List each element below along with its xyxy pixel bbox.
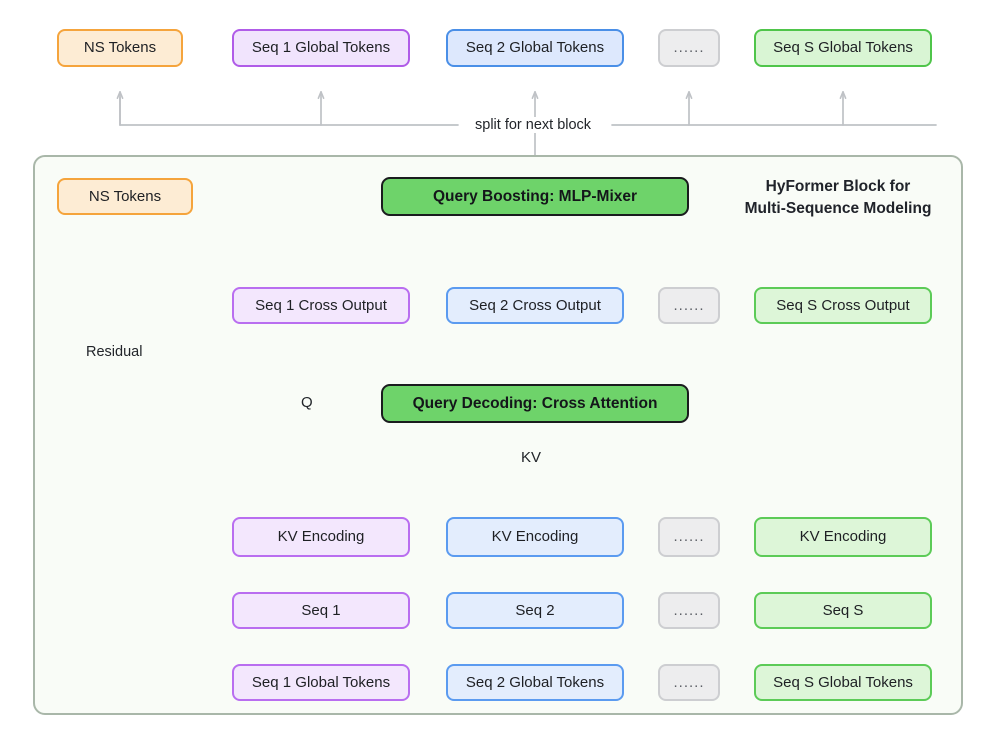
- seq2-cross-output[interactable]: Seq 2 Cross Output: [446, 287, 624, 324]
- ns-tokens-input[interactable]: NS Tokens: [57, 178, 193, 215]
- seq1-input[interactable]: Seq 1: [232, 592, 410, 629]
- seq2-kv-encoding[interactable]: KV Encoding: [446, 517, 624, 557]
- kv-label: KV: [521, 449, 542, 466]
- top-output-seq1-global-tokens[interactable]: Seq 1 Global Tokens: [232, 29, 410, 67]
- top-output-ns-tokens[interactable]: NS Tokens: [57, 29, 183, 67]
- seqS-kv-encoding[interactable]: KV Encoding: [754, 517, 932, 557]
- query-boosting-mlp-mixer[interactable]: Query Boosting: MLP-Mixer: [381, 177, 689, 216]
- seq-input-ellipsis[interactable]: ......: [658, 592, 720, 629]
- residual-label: Residual: [86, 344, 143, 360]
- seq1-kv-encoding[interactable]: KV Encoding: [232, 517, 410, 557]
- block-title-line2: Multi-Sequence Modeling: [744, 200, 932, 218]
- seqS-input[interactable]: Seq S: [754, 592, 932, 629]
- seq1-cross-output[interactable]: Seq 1 Cross Output: [232, 287, 410, 324]
- seq1-global-tokens-input[interactable]: Seq 1 Global Tokens: [232, 664, 410, 701]
- query-decoding-cross-attention[interactable]: Query Decoding: Cross Attention: [381, 384, 689, 423]
- cross-output-ellipsis[interactable]: ......: [658, 287, 720, 324]
- top-output-ellipsis[interactable]: ......: [658, 29, 720, 67]
- seq2-global-tokens-input[interactable]: Seq 2 Global Tokens: [446, 664, 624, 701]
- top-output-seq2-global-tokens[interactable]: Seq 2 Global Tokens: [446, 29, 624, 67]
- kv-encoding-ellipsis[interactable]: ......: [658, 517, 720, 557]
- seqS-global-tokens-input[interactable]: Seq S Global Tokens: [754, 664, 932, 701]
- top-output-seqS-global-tokens[interactable]: Seq S Global Tokens: [754, 29, 932, 67]
- block-title-line1: HyFormer Block for: [765, 178, 911, 195]
- global-tokens-ellipsis[interactable]: ......: [658, 664, 720, 701]
- block-title: HyFormer Block for Multi-Sequence Modeli…: [728, 176, 948, 221]
- seqS-cross-output[interactable]: Seq S Cross Output: [754, 287, 932, 324]
- hyformer-block-frame: [33, 155, 963, 715]
- query-label: Q: [301, 394, 313, 411]
- seq2-input[interactable]: Seq 2: [446, 592, 624, 629]
- split-label: split for next block: [470, 117, 597, 133]
